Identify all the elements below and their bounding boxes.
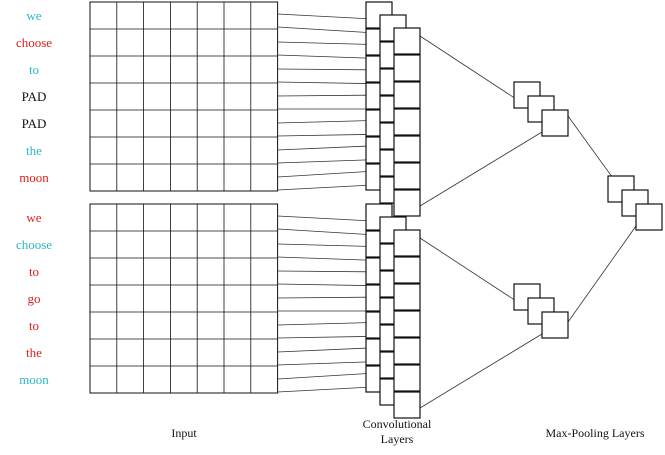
word-token: moon <box>19 170 49 185</box>
conv-unit <box>393 391 421 419</box>
pool-layer-stack <box>513 283 569 339</box>
conv-unit <box>393 108 421 136</box>
conv-unit <box>393 283 421 311</box>
conv-unit <box>393 135 421 163</box>
word-token: go <box>28 291 41 306</box>
max-pooling-layers <box>513 81 663 339</box>
pool-layer-stack <box>513 81 569 137</box>
matrix-border <box>89 1 279 192</box>
conv-unit <box>393 27 421 55</box>
conv-unit <box>393 337 421 365</box>
conv-to-pool-line <box>419 333 543 409</box>
pool-to-final-line <box>567 225 637 323</box>
conv-unit <box>393 310 421 338</box>
word-token: PAD <box>22 116 47 131</box>
conv-unit <box>393 162 421 190</box>
final-pool-stack <box>607 175 663 231</box>
conv-label-line1: Convolutional <box>363 417 432 431</box>
pool-unit <box>541 109 569 137</box>
word-token: we <box>26 8 41 23</box>
conv-label-line2: Layers <box>381 432 414 446</box>
word-token: the <box>26 143 42 158</box>
word-token: PAD <box>22 89 47 104</box>
pool-unit <box>541 311 569 339</box>
input-words: wechoosetoPADPADthemoonwechoosetogotothe… <box>16 8 52 387</box>
conv-unit <box>393 54 421 82</box>
word-token: to <box>29 264 39 279</box>
conv-unit <box>393 189 421 217</box>
word-token: the <box>26 345 42 360</box>
conv-unit <box>393 364 421 392</box>
conv-layer-stack <box>365 1 421 217</box>
max-pooling-label: Max-Pooling Layers <box>546 426 645 440</box>
conv-layer-stack <box>365 203 421 419</box>
input-matrices <box>89 1 279 394</box>
input-label: Input <box>171 426 197 440</box>
word-token: to <box>29 318 39 333</box>
word-token: choose <box>16 35 52 50</box>
convolutional-layers <box>365 1 421 419</box>
word-token: to <box>29 62 39 77</box>
conv-to-pool-line <box>419 131 543 207</box>
conv-unit <box>393 256 421 284</box>
conv-unit <box>393 229 421 257</box>
matrix-border <box>89 203 279 394</box>
input-matrix <box>89 1 279 192</box>
connection-lines <box>277 13 637 409</box>
word-token: we <box>26 210 41 225</box>
final-pool-unit <box>635 203 663 231</box>
word-token: choose <box>16 237 52 252</box>
word-token: moon <box>19 372 49 387</box>
conv-unit <box>393 81 421 109</box>
input-matrix <box>89 203 279 394</box>
